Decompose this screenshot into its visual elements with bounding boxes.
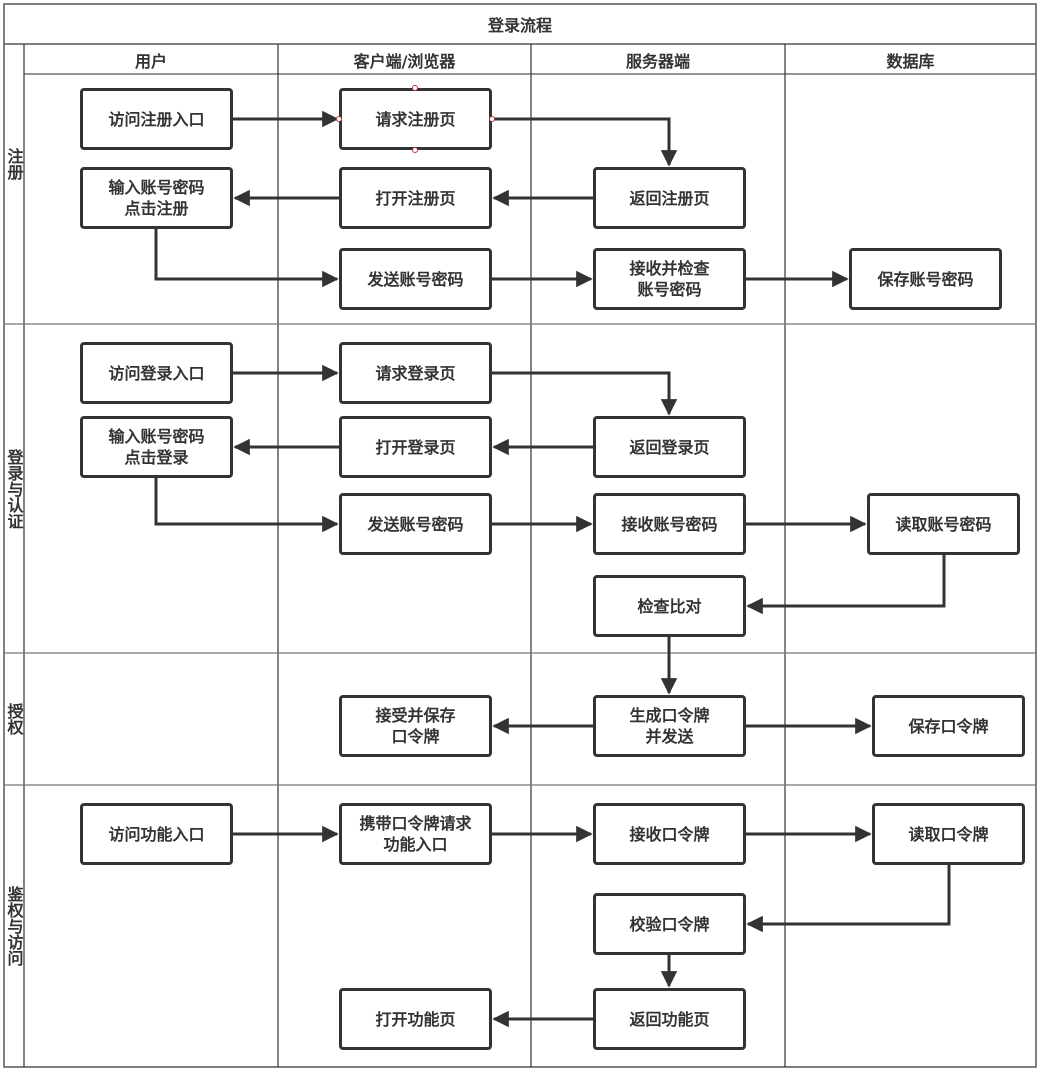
- node-read-token[interactable]: 读取口令牌: [872, 803, 1025, 865]
- edge-input_reg-send_reg: [154, 229, 339, 288]
- node-accept-save-token[interactable]: 接受并保存 口令牌: [339, 695, 492, 757]
- edge-req_login-return_login: [492, 371, 678, 416]
- node-open-function-page[interactable]: 打开功能页: [339, 988, 492, 1050]
- selection-handle-top[interactable]: [412, 85, 418, 91]
- node-receive-login-credentials[interactable]: 接收账号密码: [593, 493, 746, 555]
- lane-label-authorize: 授权: [4, 703, 24, 735]
- node-send-register-credentials[interactable]: 发送账号密码: [339, 248, 492, 310]
- selection-handle-bottom[interactable]: [412, 147, 418, 153]
- node-generate-send-token[interactable]: 生成口令牌 并发送: [593, 695, 746, 757]
- selection-handle-left[interactable]: [336, 116, 342, 122]
- node-receive-check-credentials[interactable]: 接收并检查 账号密码: [593, 248, 746, 310]
- node-return-function-page[interactable]: 返回功能页: [593, 988, 746, 1050]
- node-save-token[interactable]: 保存口令牌: [872, 695, 1025, 757]
- node-check-compare[interactable]: 检查比对: [593, 575, 746, 637]
- lane-label-login: 登录与认证: [4, 448, 24, 529]
- column-header-user: 用户: [134, 51, 167, 71]
- column-header-client: 客户端/浏览器: [353, 51, 456, 71]
- node-verify-token[interactable]: 校验口令牌: [593, 893, 746, 955]
- column-header-server: 服务器端: [625, 51, 690, 71]
- node-save-credentials[interactable]: 保存账号密码: [849, 248, 1002, 310]
- node-input-login-credentials[interactable]: 输入账号密码 点击登录: [80, 416, 233, 478]
- node-visit-register-entry[interactable]: 访问注册入口: [80, 88, 233, 150]
- edge-read_acct-check: [746, 555, 946, 615]
- node-return-register-page[interactable]: 返回注册页: [593, 167, 746, 229]
- node-input-register-credentials[interactable]: 输入账号密码 点击注册: [80, 167, 233, 229]
- edge-req_reg-return_reg: [492, 117, 678, 167]
- node-visit-login-entry[interactable]: 访问登录入口: [80, 342, 233, 404]
- diagram-title: 登录流程: [487, 15, 552, 35]
- node-receive-token[interactable]: 接收口令牌: [593, 803, 746, 865]
- lane-label-register: 注册: [4, 148, 24, 180]
- edge-read_token-verify_token: [746, 865, 951, 933]
- node-request-register-page[interactable]: 请求注册页: [339, 88, 492, 150]
- node-visit-function-entry[interactable]: 访问功能入口: [80, 803, 233, 865]
- frame-border: [3, 3, 1037, 1068]
- node-carry-token-request[interactable]: 携带口令牌请求 功能入口: [339, 803, 492, 865]
- node-request-login-page[interactable]: 请求登录页: [339, 342, 492, 404]
- node-open-register-page[interactable]: 打开注册页: [339, 167, 492, 229]
- node-send-login-credentials[interactable]: 发送账号密码: [339, 493, 492, 555]
- selection-handle-right[interactable]: [489, 116, 495, 122]
- node-read-credentials[interactable]: 读取账号密码: [867, 493, 1020, 555]
- node-return-login-page[interactable]: 返回登录页: [593, 416, 746, 478]
- lane-label-access: 鉴权与访问: [4, 886, 24, 966]
- edge-input_login-send_login: [154, 478, 339, 533]
- node-open-login-page[interactable]: 打开登录页: [339, 416, 492, 478]
- column-header-database: 数据库: [886, 51, 935, 71]
